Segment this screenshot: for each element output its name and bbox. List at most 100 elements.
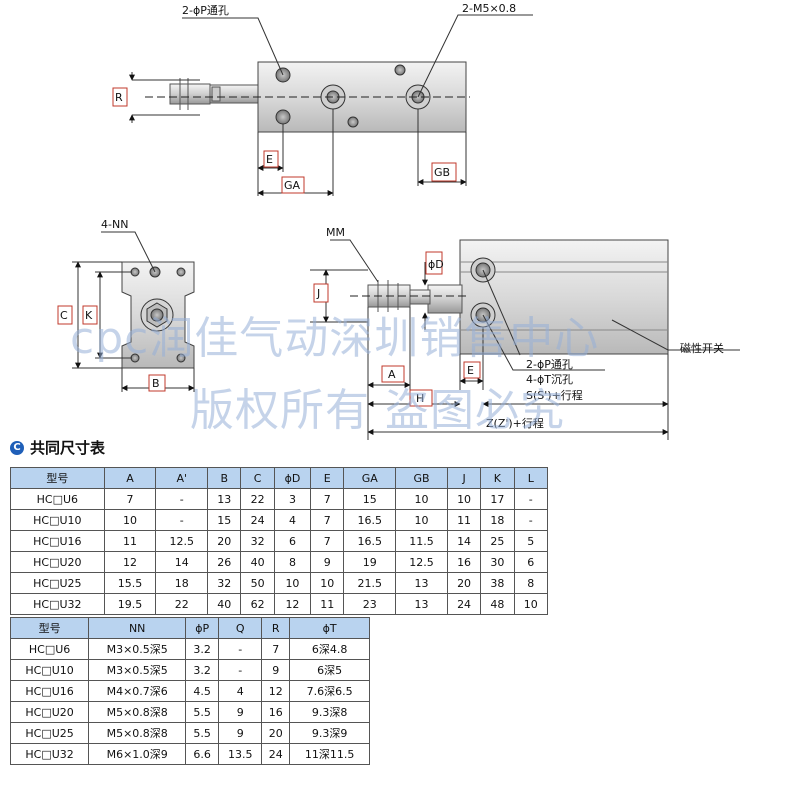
table-cell: M5×0.8深8 bbox=[88, 701, 187, 723]
label-two-p-hole-top: 2-ϕP通孔 bbox=[182, 4, 229, 17]
label-two-p-hole-side: 2-ϕP通孔 bbox=[526, 358, 573, 371]
table-cell: 10 bbox=[310, 572, 345, 594]
table-cell: 32 bbox=[207, 572, 242, 594]
table-cell: 24 bbox=[240, 509, 275, 531]
table-cell: - bbox=[155, 488, 209, 510]
label-gb: GB bbox=[434, 166, 450, 179]
table-cell: HC□U16 bbox=[10, 530, 105, 552]
table-cell: 19.5 bbox=[103, 593, 157, 615]
table-cell: 10 bbox=[446, 488, 482, 510]
table-cell: HC□U16 bbox=[9, 680, 90, 702]
table-cell: 10 bbox=[103, 509, 157, 531]
table-cell: 5.5 bbox=[185, 701, 220, 723]
table-cell: 24 bbox=[261, 743, 291, 765]
side-body bbox=[459, 239, 669, 355]
table-cell: 5.5 bbox=[185, 722, 220, 744]
table-cell: 12.5 bbox=[155, 530, 209, 552]
table-cell: 48 bbox=[480, 593, 515, 615]
label-a: A bbox=[388, 368, 396, 381]
table-cell: 9 bbox=[218, 722, 263, 744]
column-header: C bbox=[240, 467, 275, 489]
table-cell: - bbox=[155, 509, 209, 531]
table-cell: 40 bbox=[240, 551, 275, 573]
table-cell: 7 bbox=[261, 638, 291, 660]
table-cell: 16.5 bbox=[343, 509, 397, 531]
table-cell: - bbox=[218, 659, 263, 681]
table-cell: 15 bbox=[207, 509, 242, 531]
table-cell: 22 bbox=[155, 593, 209, 615]
table-cell: 9.3深9 bbox=[289, 722, 370, 744]
label-phid: ϕD bbox=[428, 258, 444, 271]
table-cell: 13 bbox=[395, 593, 448, 615]
table-cell: 10 bbox=[395, 488, 448, 510]
table-cell: 6.6 bbox=[185, 743, 220, 765]
brand-logo-icon: C bbox=[10, 440, 24, 455]
table-cell: 15 bbox=[343, 488, 397, 510]
column-header: NN bbox=[88, 617, 187, 639]
table-cell: 20 bbox=[207, 530, 242, 552]
table-cell: 14 bbox=[155, 551, 209, 573]
table-cell: 5 bbox=[513, 530, 549, 552]
end-view bbox=[72, 231, 195, 392]
side-view bbox=[310, 239, 740, 440]
table-cell: - bbox=[218, 638, 263, 660]
table-cell: HC□U32 bbox=[10, 593, 105, 615]
column-header: A' bbox=[155, 467, 209, 489]
table-cell: 14 bbox=[446, 530, 482, 552]
label-k: K bbox=[85, 309, 93, 322]
table-cell: - bbox=[513, 509, 549, 531]
table-cell: 11 bbox=[446, 509, 482, 531]
table-cell: 11.5 bbox=[395, 530, 448, 552]
table-cell: 9.3深8 bbox=[289, 701, 370, 723]
table-cell: 12.5 bbox=[395, 551, 448, 573]
table-cell: 18 bbox=[155, 572, 209, 594]
table-cell: 6深4.8 bbox=[289, 638, 370, 660]
table-cell: 20 bbox=[261, 722, 291, 744]
table-cell: 6深5 bbox=[289, 659, 370, 681]
table-cell: 7 bbox=[310, 488, 345, 510]
table-cell: 7.6深6.5 bbox=[289, 680, 370, 702]
table-cell: 4 bbox=[273, 509, 312, 531]
label-four-t-counterbore: 4-ϕT沉孔 bbox=[526, 373, 573, 386]
column-header: ϕT bbox=[289, 617, 370, 639]
column-header: K bbox=[480, 467, 515, 489]
column-header: A bbox=[103, 467, 157, 489]
table-cell: 10 bbox=[395, 509, 448, 531]
technical-drawing: 2-ϕP通孔 2-M5×0.8 R E GA GB 4-NN C K B bbox=[57, 2, 740, 440]
column-header: GA bbox=[343, 467, 397, 489]
table-cell: HC□U6 bbox=[9, 638, 90, 660]
table-cell: 16 bbox=[446, 551, 482, 573]
table-cell: HC□U10 bbox=[9, 659, 90, 681]
table-cell: 38 bbox=[480, 572, 515, 594]
table-cell: 6 bbox=[513, 551, 549, 573]
table-cell: 8 bbox=[513, 572, 549, 594]
table-cell: M6×1.0深9 bbox=[88, 743, 187, 765]
column-header: 型号 bbox=[9, 617, 90, 639]
table-cell: 18 bbox=[480, 509, 515, 531]
table-cell: 3.2 bbox=[185, 638, 220, 660]
table-cell: 7 bbox=[310, 509, 345, 531]
table-cell: 32 bbox=[240, 530, 275, 552]
column-header: Q bbox=[218, 617, 263, 639]
table-cell: 15.5 bbox=[103, 572, 157, 594]
column-header: B bbox=[207, 467, 242, 489]
table-cell: 10 bbox=[273, 572, 312, 594]
column-header: E bbox=[310, 467, 345, 489]
label-h: H bbox=[416, 392, 424, 405]
table-cell: - bbox=[513, 488, 549, 510]
section-title-text: 共同尺寸表 bbox=[30, 439, 106, 457]
top-view bbox=[129, 14, 533, 196]
column-header: R bbox=[261, 617, 291, 639]
table-cell: 30 bbox=[480, 551, 515, 573]
label-mm: MM bbox=[326, 226, 345, 239]
top-rod-nut bbox=[169, 83, 211, 105]
label-four-nn: 4-NN bbox=[101, 218, 128, 231]
table-cell: 12 bbox=[261, 680, 291, 702]
